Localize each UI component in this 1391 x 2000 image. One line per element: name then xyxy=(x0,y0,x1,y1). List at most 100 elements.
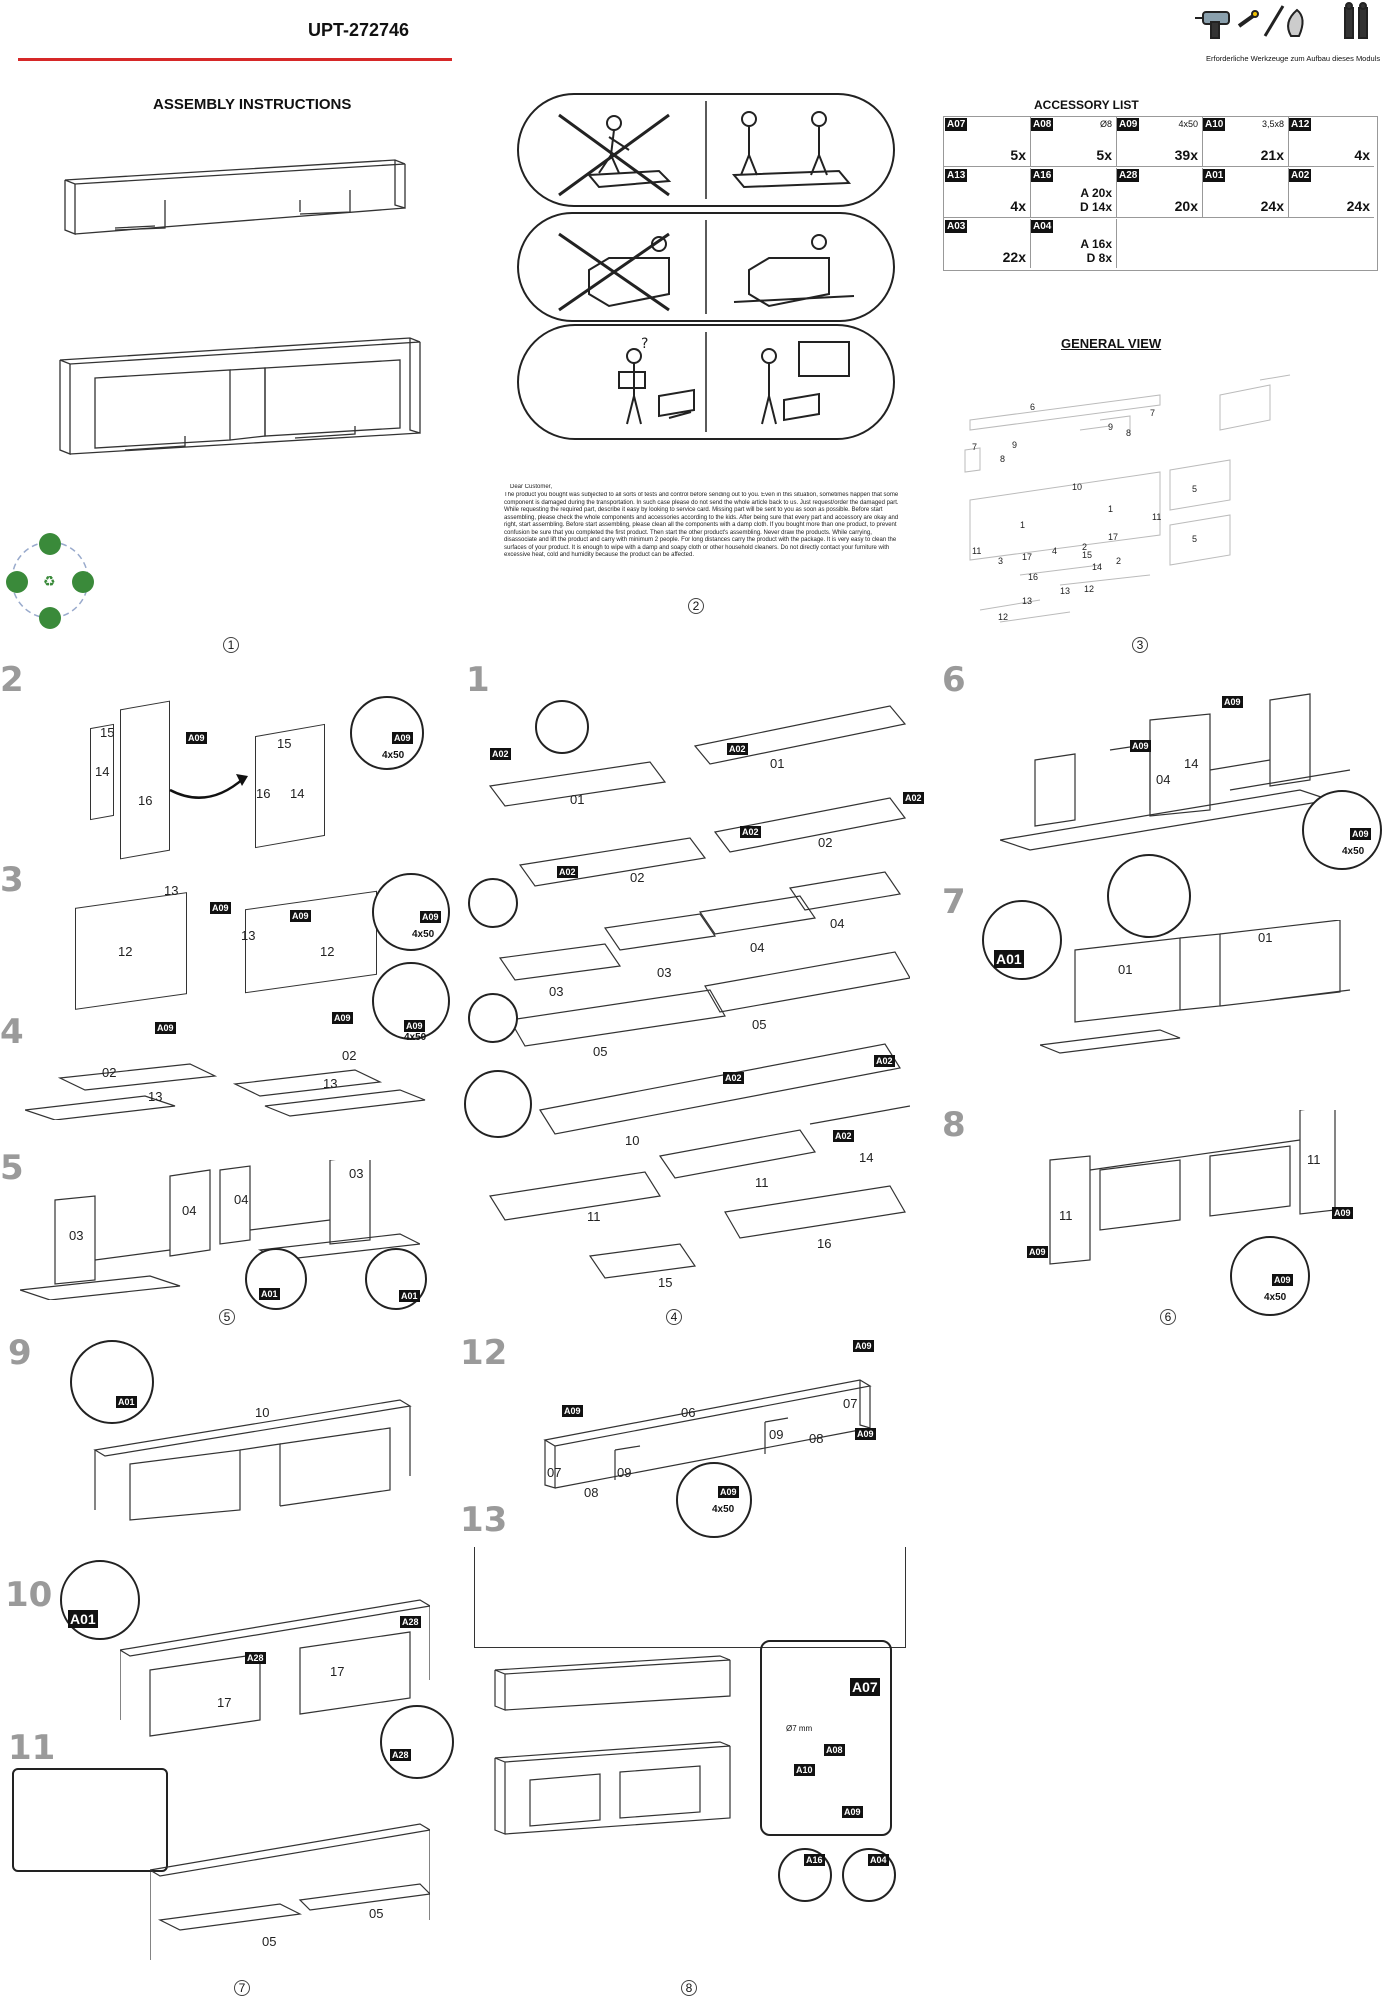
svg-text:14: 14 xyxy=(1092,562,1102,572)
fastener-a28-tag: A28 xyxy=(245,1652,266,1664)
step-2-number: 2 xyxy=(0,660,24,700)
dowel-detail-step-1b xyxy=(468,878,518,928)
fastener-code: A01 xyxy=(116,1396,137,1408)
step-12-shelf xyxy=(543,1379,872,1489)
step-12-number: 12 xyxy=(460,1333,508,1373)
fastener-a09-tag: A09 xyxy=(855,1428,876,1440)
part-08: 08 xyxy=(809,1431,824,1446)
fastener-a09-tag: A09 xyxy=(853,1340,874,1352)
fastener-a09-tag: A09 xyxy=(1332,1207,1353,1219)
tools-icon xyxy=(1195,2,1368,39)
part-05: 05 xyxy=(593,1044,608,1059)
cam-lock-detail-step-9: A01 xyxy=(70,1340,154,1424)
step-7-assembly xyxy=(1040,920,1351,1054)
svg-text:16: 16 xyxy=(1028,572,1038,582)
part-15: 15 xyxy=(658,1275,673,1290)
wall-outline xyxy=(474,1547,906,1648)
part-13-assembled: 13 xyxy=(241,928,256,943)
page-number-2: 2 xyxy=(688,598,704,614)
notice-greeting: Dear Customer, xyxy=(510,484,553,490)
part-11-b: 11 xyxy=(1307,1152,1321,1167)
fastener-a02-tag: A02 xyxy=(490,748,511,760)
part-11: 11 xyxy=(587,1209,601,1224)
fastener-a02-tag: A02 xyxy=(740,826,761,838)
part-02-b: 02 xyxy=(818,835,833,850)
step-9-number: 9 xyxy=(8,1333,32,1373)
part-01: 01 xyxy=(1118,962,1133,977)
arrow-icon xyxy=(169,774,248,799)
svg-text:7: 7 xyxy=(972,442,977,452)
screwdriver-detail-step-12: A09 4x50 xyxy=(676,1462,752,1538)
part-09: 09 xyxy=(769,1427,784,1442)
part-17-b: 17 xyxy=(330,1664,345,1679)
part-01-b: 01 xyxy=(770,756,785,771)
svg-text:11: 11 xyxy=(972,546,981,556)
part-07-b: 07 xyxy=(547,1465,562,1480)
fastener-size: 4x50 xyxy=(712,1504,735,1515)
page-number-6: 6 xyxy=(1160,1309,1176,1325)
part-04: 04 xyxy=(750,940,765,955)
part-07: 07 xyxy=(843,1396,858,1411)
fastener-code: A01 xyxy=(68,1610,98,1628)
fastener-size: 4x50 xyxy=(382,750,405,761)
part-14: 14 xyxy=(1184,756,1199,771)
page-number-5: 5 xyxy=(219,1309,235,1325)
fastener-a09-tag: A09 xyxy=(1130,740,1151,752)
fastener-code: A09 xyxy=(420,911,441,923)
part-14: 14 xyxy=(95,764,110,779)
svg-text:17: 17 xyxy=(1108,532,1118,542)
part-02-right: 02 xyxy=(342,1048,357,1063)
svg-text:8: 8 xyxy=(1000,454,1005,464)
svg-text:?: ? xyxy=(641,336,648,352)
part-05-b: 05 xyxy=(752,1017,767,1032)
fastener-a09-tag: A09 xyxy=(155,1022,176,1034)
svg-text:12: 12 xyxy=(998,612,1008,622)
part-14: 14 xyxy=(859,1150,874,1165)
fastener-a02-tag: A02 xyxy=(903,792,924,804)
panel-12-assembled xyxy=(245,890,377,994)
cam-lock-detail-step-10: A01 xyxy=(60,1560,140,1640)
fastener-code: A09 xyxy=(1272,1274,1293,1286)
svg-text:5: 5 xyxy=(1192,534,1197,544)
cam-lock-detail-step-5b: A01 xyxy=(365,1248,427,1310)
svg-text:6: 6 xyxy=(1030,402,1035,412)
fastener-a09-tag: A09 xyxy=(1222,696,1243,708)
warning-panel-3: ? xyxy=(517,324,895,440)
warning-panel-2 xyxy=(517,212,895,322)
svg-text:15: 15 xyxy=(1082,550,1092,560)
part-16-assembled: 16 xyxy=(256,786,271,801)
recycling-icon: ♻ xyxy=(6,533,94,629)
soft-surface-icon xyxy=(558,220,855,314)
step-6-number: 6 xyxy=(942,660,966,700)
drill-size: Ø7 mm xyxy=(786,1724,813,1733)
fastener-a02-tag: A02 xyxy=(833,1130,854,1142)
part-03: 03 xyxy=(69,1228,84,1243)
fastener-a09-tag: A09 xyxy=(332,1012,353,1024)
part-05-b: 05 xyxy=(369,1906,384,1921)
part-05: 05 xyxy=(262,1934,277,1949)
svg-text:2: 2 xyxy=(1116,556,1121,566)
part-02: 02 xyxy=(630,870,645,885)
part-14-assembled: 14 xyxy=(290,786,305,801)
part-15-assembled: 15 xyxy=(277,736,292,751)
svg-text:12: 12 xyxy=(1084,584,1094,594)
part-10: 10 xyxy=(625,1133,640,1148)
svg-text:♻: ♻ xyxy=(43,574,56,590)
part-04: 04 xyxy=(1156,772,1171,787)
dowel-detail-step-1c xyxy=(468,993,518,1043)
part-12-assembled: 12 xyxy=(320,944,335,959)
part-13-right: 13 xyxy=(323,1076,338,1091)
svg-text:1: 1 xyxy=(1108,504,1113,514)
product-illustration-shelf xyxy=(64,159,406,235)
part-06: 06 xyxy=(681,1405,696,1420)
step-1-number: 1 xyxy=(466,660,490,700)
part-08-b: 08 xyxy=(584,1485,599,1500)
cover-title: ASSEMBLY INSTRUCTIONS xyxy=(153,96,352,113)
accessory-list-title: ACCESSORY LIST xyxy=(1034,98,1139,112)
fastener-size: 4x50 xyxy=(412,929,435,940)
